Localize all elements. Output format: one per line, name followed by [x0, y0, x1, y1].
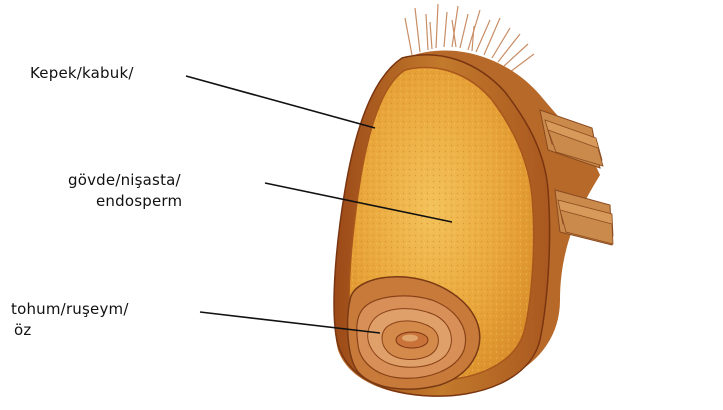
leader-line-bran: [186, 76, 375, 128]
label-bran: Kepek/kabuk/: [30, 63, 134, 83]
label-endosperm-line2: endosperm: [96, 191, 182, 211]
label-germ-line2: öz: [14, 320, 31, 340]
label-germ-line1: tohum/ruşeym/: [11, 299, 129, 319]
label-endosperm-line1: gövde/nişasta/: [68, 170, 181, 190]
